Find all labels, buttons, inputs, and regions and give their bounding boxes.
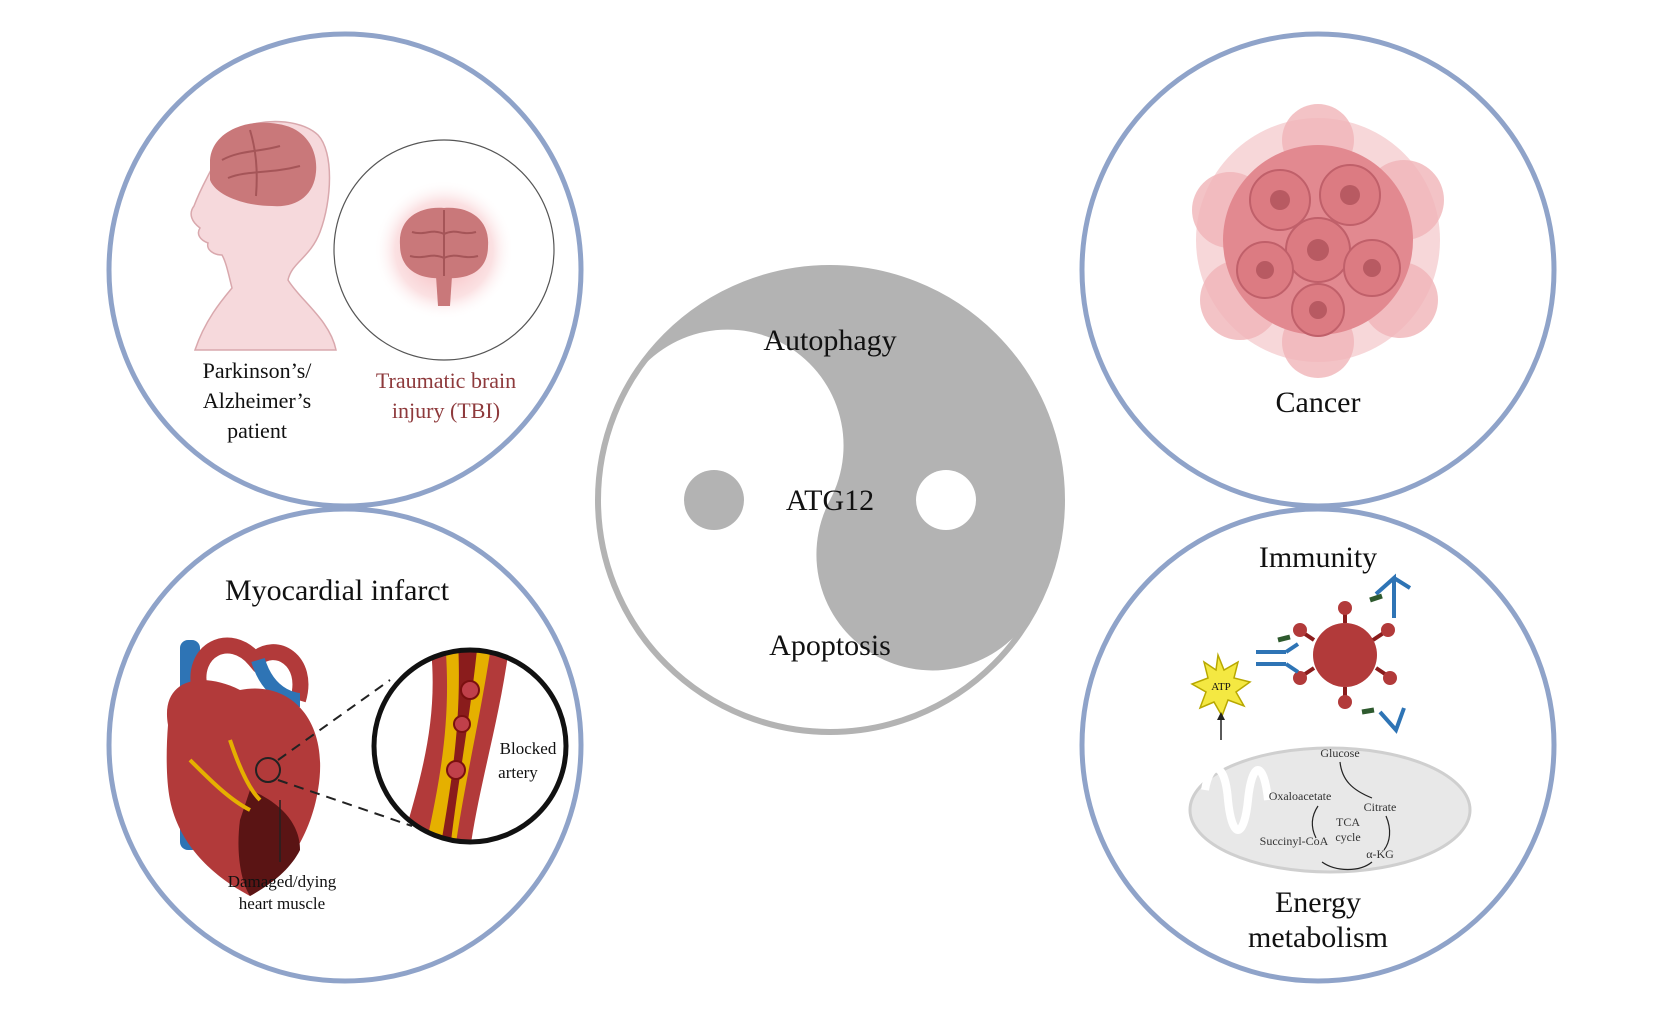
tbi-label-line1: Traumatic brain [376,368,516,393]
myocardial-label: Myocardial infarct [225,574,450,607]
energy-label-line2: metabolism [1248,921,1388,954]
tca-label-line2: cycle [1335,830,1360,844]
atg12-label: ATG12 [786,484,874,517]
yang-dot [916,470,976,530]
apoptosis-label: Apoptosis [769,629,891,662]
patient-label-line3: patient [227,418,287,443]
patient-label-line2: Alzheimer’s [203,388,311,413]
tbi-inset [333,139,555,361]
blocked-artery-line1: Blocked [500,739,557,758]
heart-illustration-icon [166,637,321,896]
mitochondrion-icon: Glucose Oxaloacetate Citrate TCA cycle S… [1188,746,1472,874]
immune-cell-icon [1256,573,1412,734]
antibody-icon [1256,573,1412,734]
blocked-artery-line2: artery [498,763,538,782]
tbi-label-line2: injury (TBI) [392,398,500,423]
yin-dot [684,470,744,530]
neuro-panel: Parkinson’s/ Alzheimer’s patient Traumat… [106,31,584,509]
heart-panel: Myocardial infarct [106,506,584,984]
energy-label-line1: Energy [1275,886,1361,919]
citrate-label: Citrate [1364,800,1397,814]
immunity-label: Immunity [1259,541,1377,574]
yin-yang-symbol: Autophagy ATG12 Apoptosis [595,265,1065,735]
damaged-muscle-line1: Damaged/dying [228,872,337,891]
atp-icon: ATP [1190,652,1252,740]
cancer-cell-cluster-icon [1192,104,1444,378]
autophagy-label: Autophagy [763,324,896,357]
succinyl-coa-label: Succinyl-CoA [1260,834,1329,848]
cancer-panel: Cancer [1079,31,1557,509]
blocked-artery-inset: Blocked artery [371,647,569,845]
tca-label-line1: TCA [1336,815,1360,829]
patient-brain-icon [210,122,317,207]
immunity-panel: Immunity [1079,506,1557,984]
oxaloacetate-label: Oxaloacetate [1269,789,1332,803]
patient-label-line1: Parkinson’s/ [203,358,313,383]
akg-label: α-KG [1366,847,1394,861]
cancer-label: Cancer [1276,386,1361,419]
human-head-illustration [190,120,337,351]
glucose-label: Glucose [1320,746,1359,760]
damaged-muscle-line2: heart muscle [239,894,325,913]
atp-label: ATP [1211,681,1231,693]
